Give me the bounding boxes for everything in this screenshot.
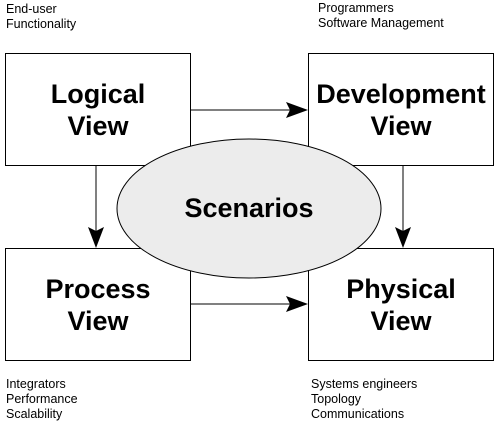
process-view-box: Process View <box>5 248 191 361</box>
logical-view-stakeholders: End-user Functionality <box>6 2 76 32</box>
arrowhead-process <box>88 227 104 248</box>
arrowhead-physical-from-process <box>286 296 308 312</box>
logical-view-title-line2: View <box>67 110 129 141</box>
physical-view-title-line2: View <box>370 305 432 336</box>
physical-note-line: Communications <box>311 407 405 421</box>
logical-view-box: Logical View <box>5 53 191 166</box>
physical-view-title-line1: Physical <box>346 273 456 304</box>
logical-note-line: Functionality <box>6 17 77 31</box>
development-view-box: Development View <box>308 53 494 166</box>
development-view-title-line2: View <box>370 110 432 141</box>
process-view-title-line1: Process <box>45 273 151 304</box>
development-note-line: Programmers <box>318 1 394 15</box>
physical-view-stakeholders: Systems engineers Topology Communication… <box>311 377 417 422</box>
physical-note-line: Systems engineers <box>311 377 418 391</box>
scenarios-ellipse-shape <box>116 138 382 279</box>
process-note-line: Performance <box>6 392 78 406</box>
development-note-line: Software Management <box>318 16 444 30</box>
scenarios-ellipse: Scenarios <box>116 138 382 279</box>
development-view-title-line1: Development <box>316 78 486 109</box>
process-view-stakeholders: Integrators Performance Scalability <box>6 377 78 422</box>
process-note-line: Scalability <box>6 407 63 421</box>
process-note-line: Integrators <box>6 377 66 391</box>
physical-note-line: Topology <box>311 392 362 406</box>
arrowhead-physical-from-development <box>395 227 411 248</box>
scenarios-label: Scenarios <box>184 193 314 223</box>
process-view-title-line2: View <box>67 305 129 336</box>
logical-view-title-line1: Logical <box>50 78 146 109</box>
physical-view-box: Physical View <box>308 248 494 361</box>
logical-note-line: End-user <box>6 2 57 16</box>
arrowhead-development <box>286 102 308 118</box>
development-view-stakeholders: Programmers Software Management <box>318 1 444 31</box>
